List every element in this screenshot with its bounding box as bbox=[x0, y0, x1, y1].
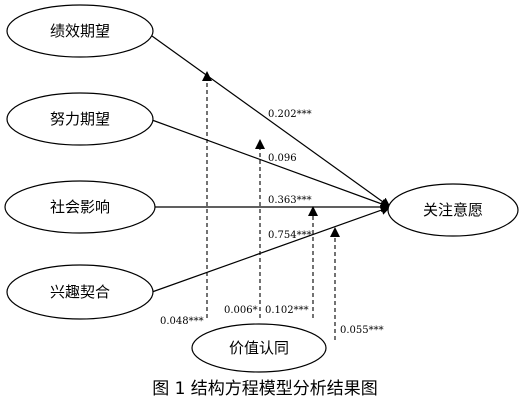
path-label-social: 0.363*** bbox=[268, 195, 312, 206]
node-intention-to-follow: 关注意愿 bbox=[387, 183, 519, 237]
path-label-performance: 0.202*** bbox=[268, 109, 312, 120]
node-effort-expectancy: 努力期望 bbox=[6, 92, 154, 146]
moderation-label-performance: 0.048*** bbox=[160, 316, 204, 327]
node-social-influence: 社会影响 bbox=[4, 180, 156, 234]
path-arrow-interest bbox=[151, 205, 391, 293]
node-value-identity: 价值认同 bbox=[191, 323, 327, 373]
figure-caption: 图 1 结构方程模型分析结果图 bbox=[152, 379, 378, 399]
node-performance-expectancy: 绩效期望 bbox=[6, 4, 154, 58]
path-arrow-performance bbox=[151, 35, 391, 208]
path-label-effort: 0.096 bbox=[268, 153, 297, 164]
node-label-interest-fit: 兴趣契合 bbox=[50, 283, 110, 301]
node-label-social-influence: 社会影响 bbox=[50, 198, 110, 216]
node-label-value-identity: 价值认同 bbox=[229, 339, 289, 357]
node-interest-fit: 兴趣契合 bbox=[6, 264, 154, 320]
moderation-label-social: 0.102*** bbox=[265, 305, 309, 316]
path-label-interest: 0.754*** bbox=[268, 230, 312, 241]
node-label-intention-to-follow: 关注意愿 bbox=[423, 201, 483, 219]
path-arrow-effort bbox=[151, 119, 391, 209]
moderation-label-effort: 0.006* bbox=[224, 305, 258, 316]
node-label-effort-expectancy: 努力期望 bbox=[50, 110, 110, 128]
moderation-label-interest: 0.055*** bbox=[340, 325, 384, 336]
node-label-performance-expectancy: 绩效期望 bbox=[50, 22, 110, 40]
